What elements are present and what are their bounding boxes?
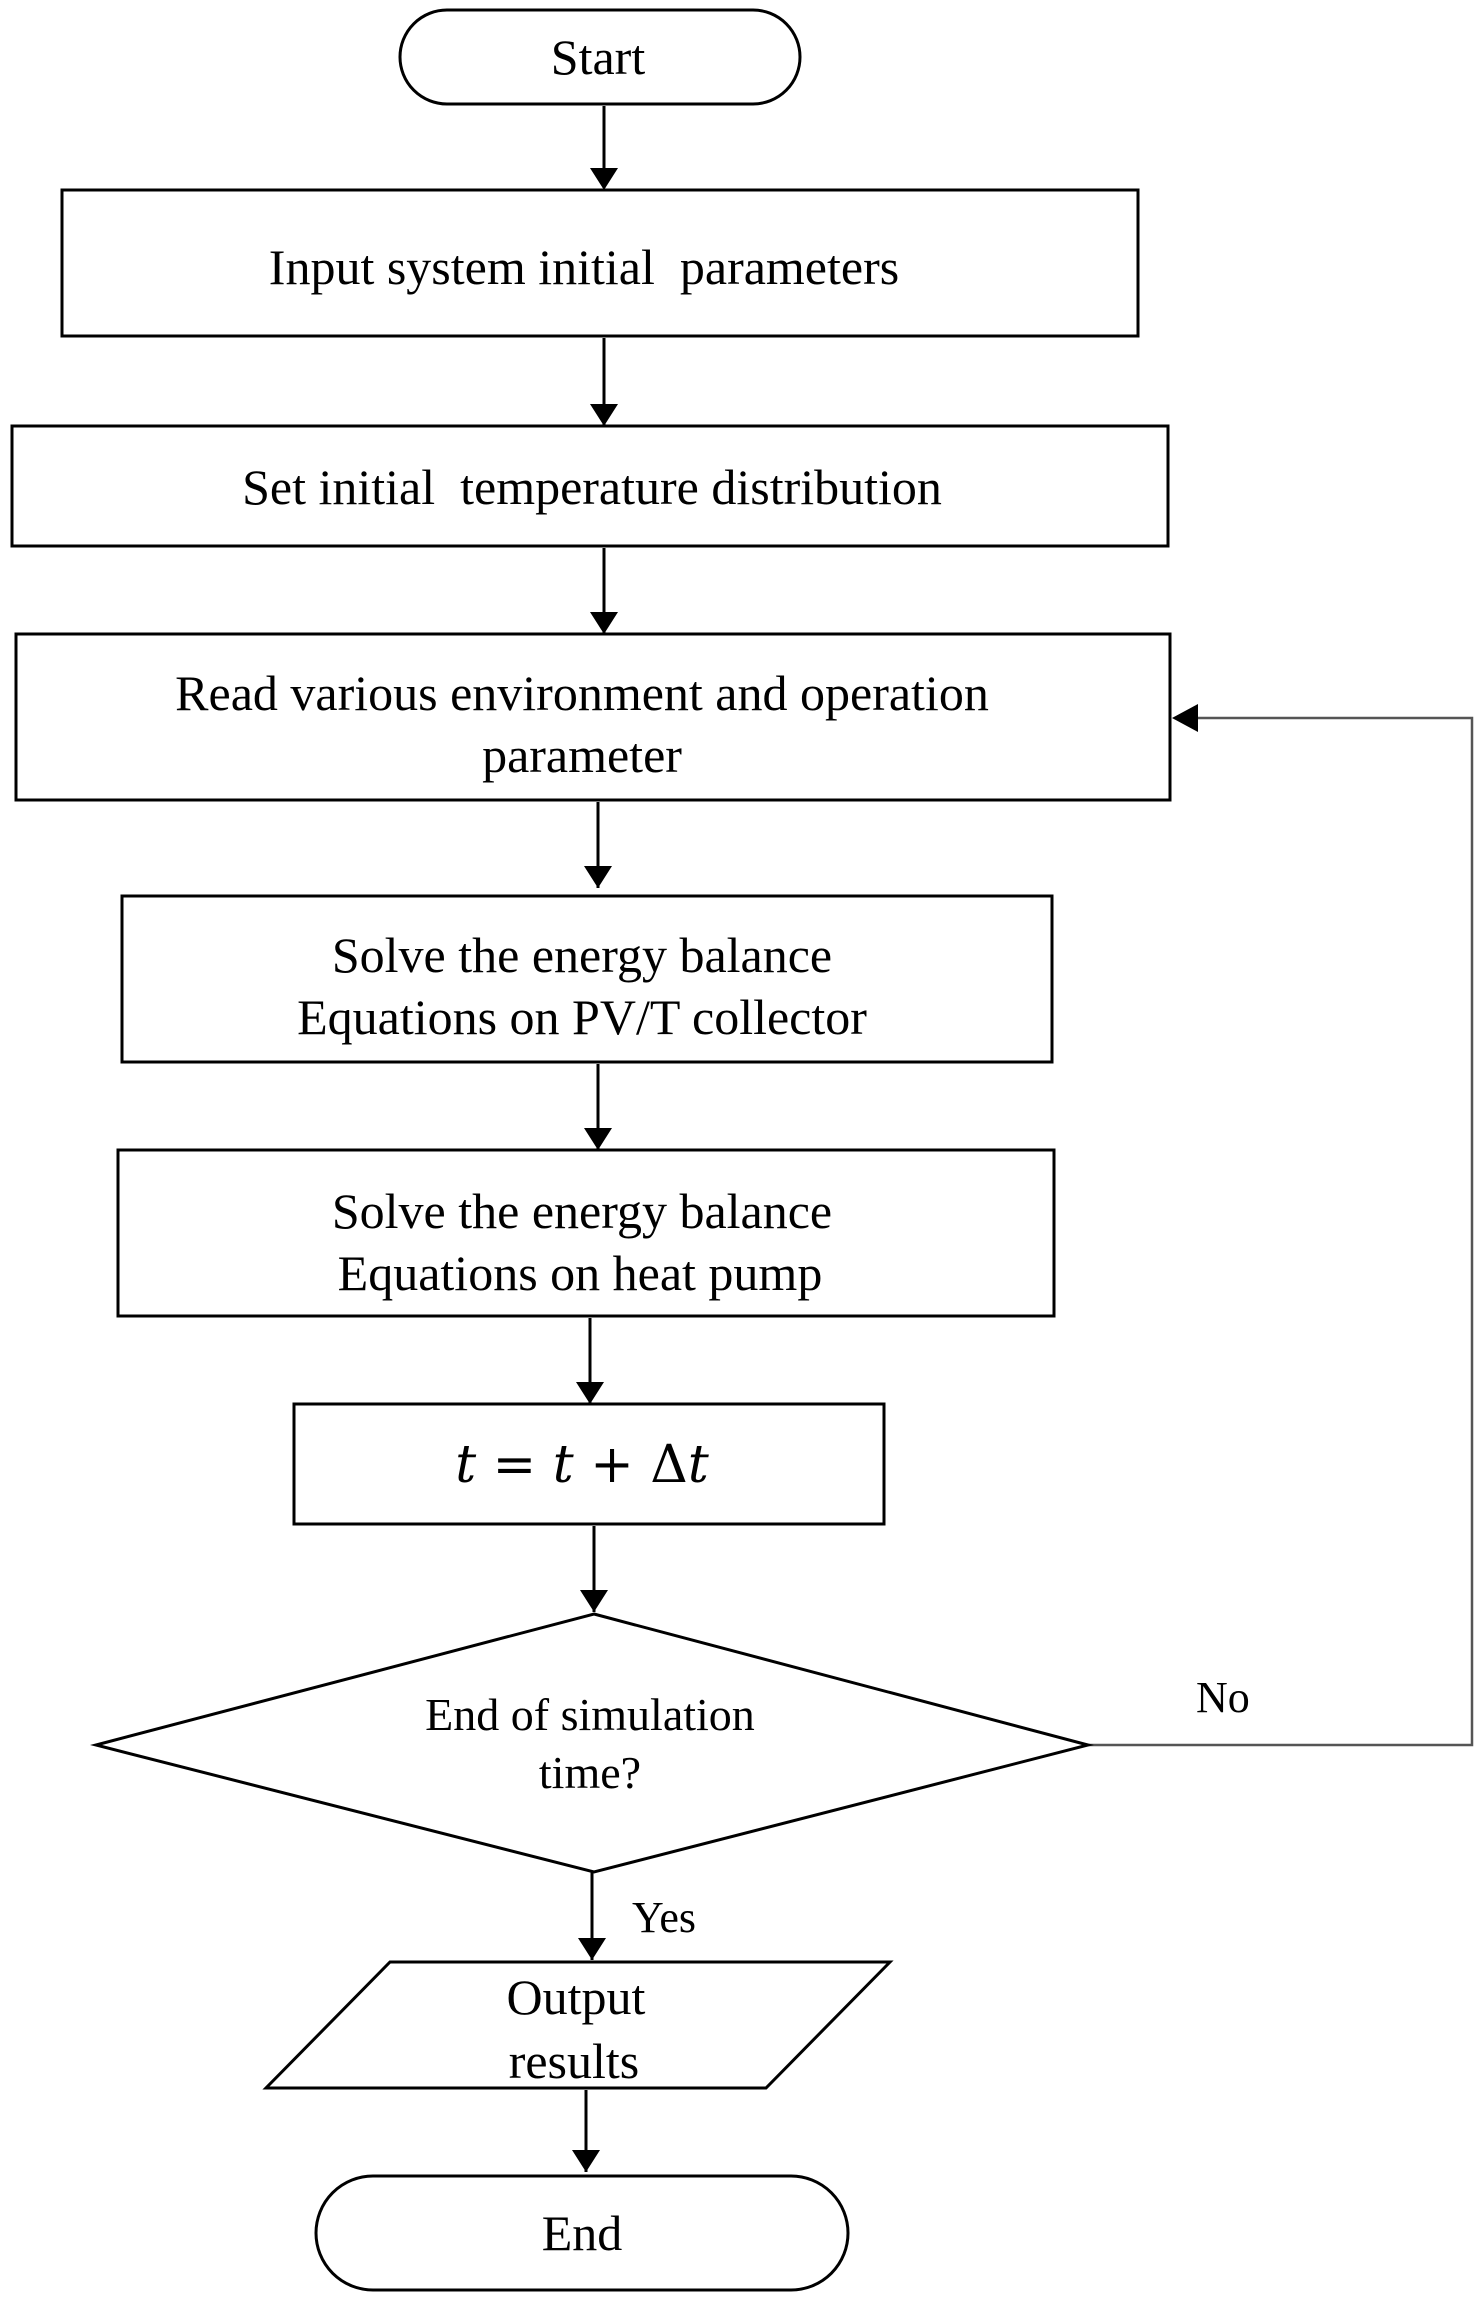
edge-no-loop-back — [1088, 716, 1474, 1747]
decision-line-2: time? — [539, 1747, 641, 1798]
input-params-label: Input system initial parameters — [269, 239, 899, 295]
arrowhead — [572, 2150, 600, 2172]
read-params-line-2: parameter — [482, 727, 682, 783]
arrowhead — [590, 612, 618, 634]
set-temp-label: Set initial temperature distribution — [242, 459, 942, 515]
end-node: End — [314, 2174, 850, 2292]
read-params-node: Read various environment and operation p… — [14, 632, 1172, 802]
arrowhead — [590, 404, 618, 426]
input-params-node: Input system initial parameters — [60, 188, 1140, 338]
time-step-formula: t = t + Δt — [455, 1435, 709, 1495]
time-step-node: t = t + Δt — [292, 1402, 886, 1526]
solve-hp-line-2: Equations on heat pump — [338, 1245, 823, 1301]
yes-label: Yes — [632, 1893, 696, 1942]
arrowhead — [578, 1938, 606, 1960]
arrowhead — [1172, 704, 1198, 732]
solve-pvt-line-1: Solve the energy balance — [332, 927, 832, 983]
end-label: End — [542, 2205, 623, 2261]
start-label: Start — [551, 29, 646, 85]
output-line-2: results — [509, 2033, 640, 2089]
output-line-1: Output — [507, 1969, 646, 2025]
arrowhead — [576, 1382, 604, 1404]
solve-hp-line-1: Solve the energy balance — [332, 1183, 832, 1239]
arrowhead — [584, 1128, 612, 1150]
start-node: Start — [398, 8, 802, 106]
read-params-line-1: Read various environment and operation — [175, 665, 989, 721]
arrowhead — [580, 1590, 608, 1612]
decision-node: End of simulation time? — [90, 1612, 1094, 1874]
arrowhead — [584, 866, 612, 888]
arrowhead — [590, 168, 618, 190]
solve-hp-node: Solve the energy balance Equations on he… — [116, 1148, 1056, 1318]
no-label: No — [1196, 1673, 1250, 1722]
solve-pvt-line-2: Equations on PV/T collector — [297, 989, 867, 1045]
edges — [572, 106, 1474, 2172]
set-temp-node: Set initial temperature distribution — [10, 424, 1170, 548]
solve-pvt-node: Solve the energy balance Equations on PV… — [120, 894, 1054, 1064]
output-node: Output results — [262, 1960, 894, 2090]
decision-line-1: End of simulation — [425, 1689, 755, 1740]
